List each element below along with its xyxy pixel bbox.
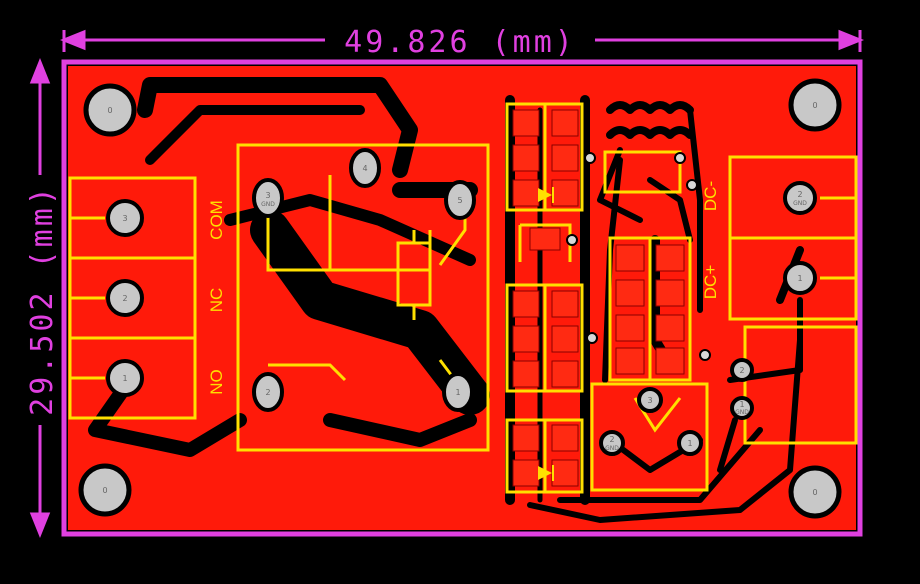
silkscreen [68, 102, 858, 494]
nc-label: NC [207, 288, 226, 313]
small-pad-2: 2 [739, 366, 744, 375]
transistor-pad-2: 2 [609, 435, 614, 444]
transistor-pad-3: 3 [647, 396, 652, 405]
small-pad-1: 1 [739, 400, 744, 409]
transistor-pad-2-gnd: GND [605, 445, 619, 452]
transistor-pad-1: 1 [687, 439, 692, 448]
com-label: COM [207, 200, 226, 240]
width-dimension-label: 49.826 (mm) [344, 25, 576, 60]
relay-pad-4: 4 [362, 164, 367, 173]
height-dimension [29, 57, 51, 539]
vias [566, 152, 711, 361]
terminal-pad-3: 3 [122, 214, 127, 223]
dc-pad-2-gnd: GND [793, 200, 807, 207]
dc-pad-2: 2 [797, 190, 802, 199]
terminal-pad-1: 1 [122, 374, 127, 383]
diode-icon [538, 466, 552, 480]
mounting-holes [78, 78, 842, 519]
terminal-pad-2: 2 [122, 294, 127, 303]
relay-pad-2: 2 [265, 388, 270, 397]
no-label: NO [207, 369, 226, 395]
mount-hole-label: 0 [812, 101, 817, 110]
relay-pad-5: 5 [457, 196, 462, 205]
dc-pad-1: 1 [797, 274, 802, 283]
height-dimension-label: 29.502 (mm) [25, 184, 60, 416]
diode-icon [538, 188, 552, 202]
mount-hole-label: 0 [107, 106, 112, 115]
smd-pads [512, 109, 685, 487]
relay-pad-3-gnd: GND [261, 201, 275, 208]
mount-hole-label: 0 [102, 486, 107, 495]
dc-plus-label: DC+ [701, 265, 720, 300]
board-outline [61, 59, 863, 537]
relay-pad-1: 1 [455, 388, 460, 397]
relay-pad-3: 3 [265, 191, 270, 200]
small-pad-1-gnd: GND [735, 409, 749, 416]
mount-hole-label: 0 [812, 488, 817, 497]
width-dimension [59, 29, 865, 52]
dc-minus-label: DC- [701, 181, 720, 211]
through-hole-pads [106, 148, 817, 456]
